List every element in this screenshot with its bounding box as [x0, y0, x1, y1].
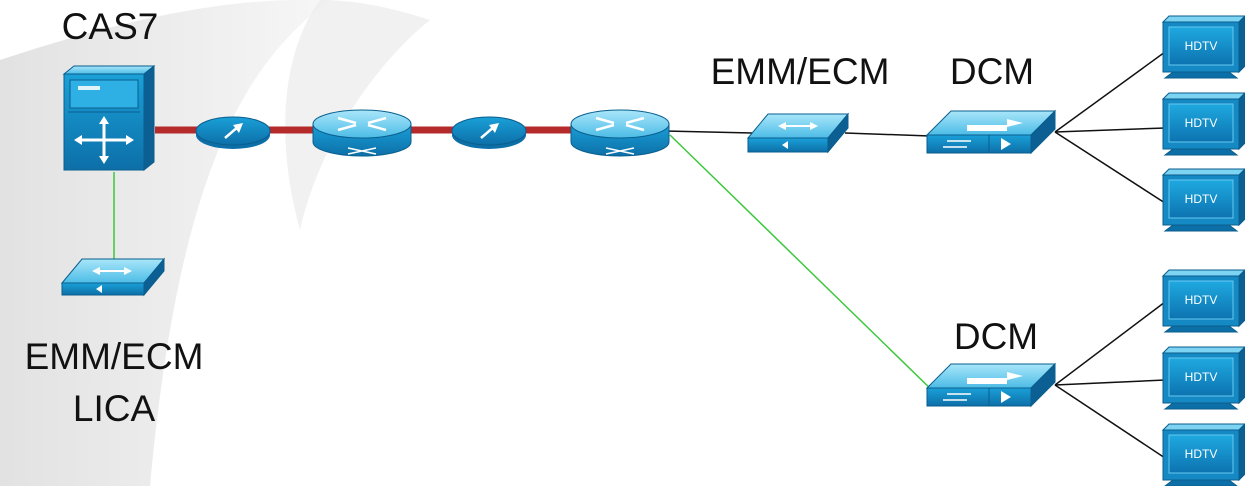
hdtv-3-label: HDTV: [1185, 192, 1218, 206]
hdtv-4-icon: HDTV: [1161, 269, 1245, 333]
link-router-emm: [664, 130, 753, 134]
link-dcm-tv-1: [1054, 51, 1166, 133]
trunk-node-2-icon: [451, 116, 527, 149]
cas7-label: CAS7: [61, 6, 159, 47]
hdtv-1-label: HDTV: [1185, 39, 1218, 53]
emm-ecm-top-label: EMM/ECM: [710, 51, 890, 92]
link-dcm-tv-3: [1054, 131, 1166, 204]
hdtv-2-icon: HDTV: [1161, 92, 1245, 156]
hdtv-4-label: HDTV: [1185, 293, 1218, 307]
emm-ecm-switch-icon: [746, 112, 850, 154]
link-dcm-tv-5: [1054, 379, 1166, 386]
emm-ecm-lica-switch-icon: [60, 257, 166, 297]
hdtv-5-label: HDTV: [1185, 370, 1218, 384]
dcm-bottom-label: DCM: [953, 316, 1039, 357]
dcm-top-label: DCM: [949, 51, 1035, 92]
hdtv-6-icon: HDTV: [1161, 423, 1245, 486]
hdtv-3-icon: HDTV: [1161, 168, 1245, 232]
hdtv-1-icon: HDTV: [1161, 15, 1245, 79]
link-emm-dcm: [844, 132, 931, 137]
cas7-server-icon: [62, 64, 156, 172]
hdtv-6-label: HDTV: [1185, 447, 1218, 461]
link-dcm-tv-4: [1054, 301, 1166, 386]
hdtv-5-icon: HDTV: [1161, 346, 1245, 410]
lica-label: LICA: [72, 388, 156, 429]
router-1-icon: [312, 109, 412, 157]
hdtv-group: HDTV HDTV HDTV HDTV HDTV HDTV: [1161, 15, 1245, 486]
dcm-top-icon: [925, 109, 1057, 155]
dcm-bottom-icon: [925, 362, 1057, 408]
link-dcm-tv-2: [1054, 127, 1166, 133]
router-2-icon: [570, 109, 670, 157]
background-swoosh: [0, 0, 430, 486]
hdtv-2-label: HDTV: [1185, 116, 1218, 130]
trunk-node-1-icon: [195, 116, 271, 149]
emm-ecm-left-label: EMM/ECM: [24, 336, 204, 377]
link-dcm-tv-6: [1054, 384, 1166, 459]
link-router-dcm-bottom: [669, 134, 939, 397]
